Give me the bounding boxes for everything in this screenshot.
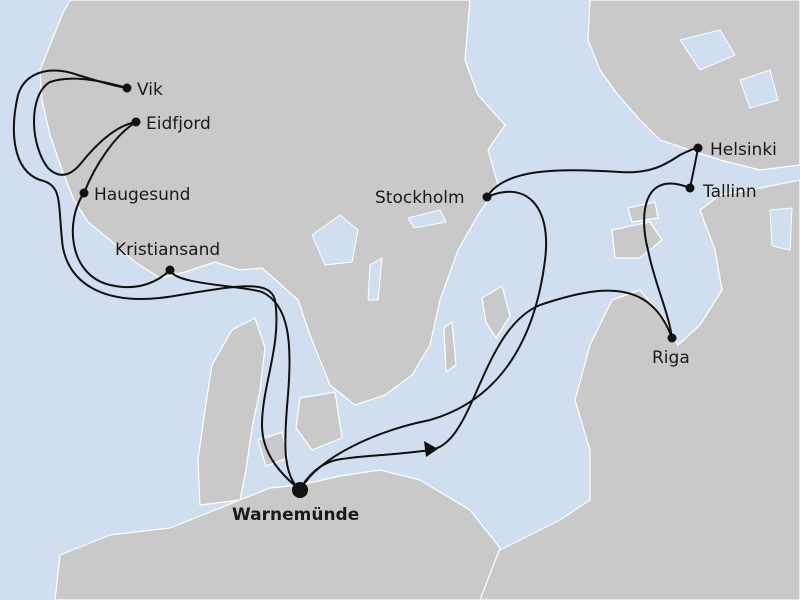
port-label: Eidfjord: [146, 114, 211, 134]
port-label: Kristiansand: [115, 240, 220, 260]
port-kristiansand: Kristiansand: [115, 240, 220, 275]
route-leg-tallinn-riga: [643, 182, 691, 339]
port-label: Stockholm: [375, 188, 465, 208]
port-vik: Vik: [122, 80, 163, 100]
port-marker: [693, 143, 703, 153]
port-marker: [165, 265, 175, 275]
route-leg-warnemunde-stockholm: [299, 190, 548, 491]
home-port-marker: [292, 482, 308, 498]
zealand-island: [295, 391, 343, 451]
arrow-head-icon: [424, 441, 438, 457]
finnish-lake-2: [739, 69, 779, 109]
port-warnemunde: Warnemünde: [232, 482, 359, 525]
gotland-island: [481, 285, 511, 339]
jutland-landmass: [197, 317, 266, 506]
port-label: Haugesund: [94, 185, 190, 205]
port-label: Tallinn: [702, 182, 757, 202]
port-riga: Riga: [652, 333, 690, 368]
port-tallinn: Tallinn: [685, 182, 757, 202]
port-label: Helsinki: [710, 140, 777, 160]
oland-island: [443, 321, 457, 373]
route-leg-eidfjord-haugesund: [83, 121, 137, 194]
port-marker: [667, 333, 677, 343]
route-leg-stockholm-helsinki: [486, 147, 699, 198]
port-marker: [122, 83, 132, 93]
lake-peipus: [769, 207, 793, 251]
port-marker: [131, 117, 141, 127]
route-leg-haugesund-kristiansand: [71, 192, 171, 289]
finland-landmass: [587, 0, 800, 171]
route-leg-warnemunde-vik: [13, 69, 301, 491]
lake-vanern: [311, 214, 359, 266]
port-helsinki: Helsinki: [693, 140, 777, 160]
lake-vattern: [367, 257, 383, 301]
lake-malaren: [407, 209, 447, 229]
funen-island: [257, 431, 289, 467]
finnish-lake-1: [679, 29, 736, 71]
port-haugesund: Haugesund: [79, 185, 190, 205]
port-label: Vik: [137, 80, 163, 100]
port-label: Riga: [652, 348, 690, 368]
port-eidfjord: Eidfjord: [131, 114, 211, 134]
scandinavia-landmass: [39, 0, 506, 406]
route-leg-vik-eidfjord: [33, 77, 137, 176]
port-marker: [482, 192, 492, 202]
port-marker: [685, 183, 695, 193]
home-port-label: Warnemünde: [232, 505, 359, 525]
route-leg-riga-warnemunde: [299, 289, 673, 491]
route-leg-kristiansand-warnemunde: [169, 269, 301, 491]
port-stockholm: Stockholm: [375, 188, 492, 208]
port-marker: [79, 188, 89, 198]
